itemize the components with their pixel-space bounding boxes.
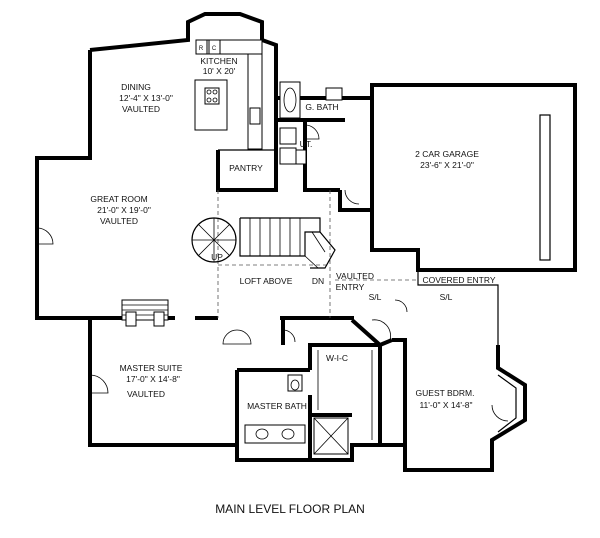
master-suite-size: 17'-0" X 14'-8": [126, 374, 180, 384]
stair-down-mark: DN: [312, 276, 324, 286]
stairs: [191, 217, 336, 269]
guest-bdrm-size: 11'-0" X 14'-8": [419, 400, 472, 410]
fireplace: [121, 299, 169, 327]
sidelight-right-mark: S/L: [440, 292, 453, 302]
covered-entry-label: COVERED ENTRY: [422, 275, 495, 285]
master-bath-fixtures: [244, 374, 349, 455]
ut-label: UT.: [300, 139, 313, 149]
sidelight-left-mark: S/L: [369, 292, 382, 302]
g-bath-label: G. BATH: [305, 102, 338, 112]
kitchen-size: 10' X 20': [203, 66, 236, 76]
great-room-label: GREAT ROOM: [90, 194, 147, 204]
fridge-mark: R: [199, 46, 204, 52]
kitchen-fixtures: [194, 39, 263, 150]
kitchen-label: KITCHEN: [200, 56, 237, 66]
loft-above-label: LOFT ABOVE: [240, 276, 293, 286]
dining-label: DINING: [121, 82, 151, 92]
pantry-label: PANTRY: [229, 163, 263, 173]
plan-marks: UP DN S/L S/L R C: [199, 46, 453, 302]
stair-up-mark: UP: [211, 252, 223, 262]
guest-bdrm-label: GUEST BDRM.: [416, 388, 475, 398]
doors: [36, 124, 509, 422]
garage-label: 2 CAR GARAGE: [415, 149, 479, 159]
vaulted-entry-label-2: ENTRY: [336, 282, 365, 292]
master-bath-label: MASTER BATH: [247, 401, 307, 411]
closet-shelves: [317, 350, 373, 440]
garage-size: 23'-6" X 21'-0": [420, 160, 474, 170]
wic-label: W-I-C: [326, 353, 348, 363]
garage-door: [539, 114, 551, 261]
bath-fixtures: [279, 81, 343, 165]
dining-size: 12'-4" X 13'-0": [119, 93, 173, 103]
master-suite-note: VAULTED: [127, 389, 165, 399]
dashed-overhead-lines: [217, 190, 418, 318]
great-room-size: 21'-0" X 19'-0": [97, 205, 151, 215]
plan-title: MAIN LEVEL FLOOR PLAN: [215, 502, 365, 516]
vaulted-entry-label-1: VAULTED: [336, 271, 374, 281]
master-suite-label: MASTER SUITE: [120, 363, 183, 373]
room-labels: KITCHEN 10' X 20' DINING 12'-4" X 13'-0"…: [90, 56, 496, 411]
great-room-note: VAULTED: [100, 216, 138, 226]
dining-note: VAULTED: [122, 104, 160, 114]
guest-bay-window: [497, 374, 517, 433]
cooktop-mark: C: [212, 46, 217, 52]
